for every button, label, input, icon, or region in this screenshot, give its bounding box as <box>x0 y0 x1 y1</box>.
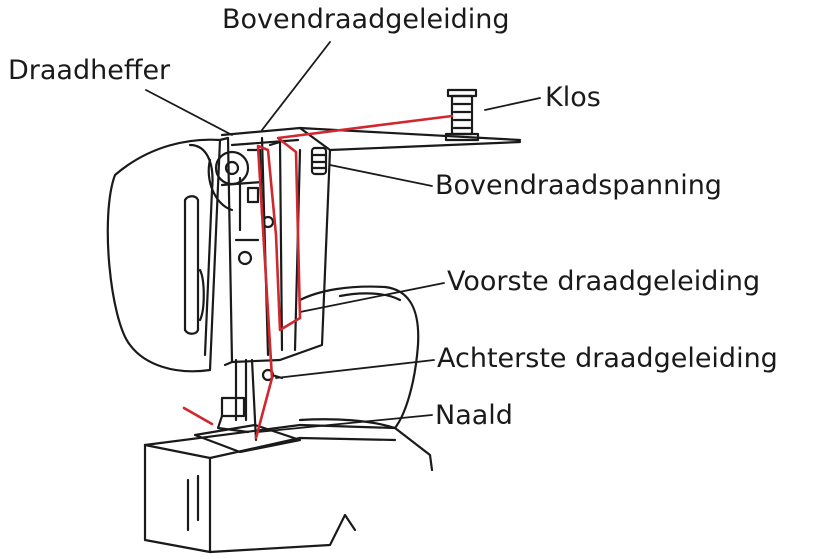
label-bovendraadspanning: Bovendraadspanning <box>435 172 722 199</box>
label-naald: Naald <box>435 402 513 429</box>
label-klos: Klos <box>545 84 601 111</box>
leader-draadheffer <box>146 90 232 135</box>
side-cover <box>108 140 220 372</box>
leader-achterste <box>276 360 434 378</box>
leader-naald <box>258 415 432 432</box>
label-voorste-draadgeleiding: Voorste draadgeleiding <box>447 268 760 295</box>
label-bovendraadgeleiding: Bovendraadgeleiding <box>222 6 509 33</box>
machine-base <box>145 425 432 552</box>
leader-klos <box>485 98 540 110</box>
label-achterste-draadgeleiding: Achterste draadgeleiding <box>437 345 778 372</box>
tension-dial <box>312 148 326 174</box>
label-draadheffer: Draadheffer <box>8 57 170 84</box>
leader-bovendraadspanning <box>330 165 432 186</box>
leader-bovendraadgeleiding <box>262 42 330 130</box>
